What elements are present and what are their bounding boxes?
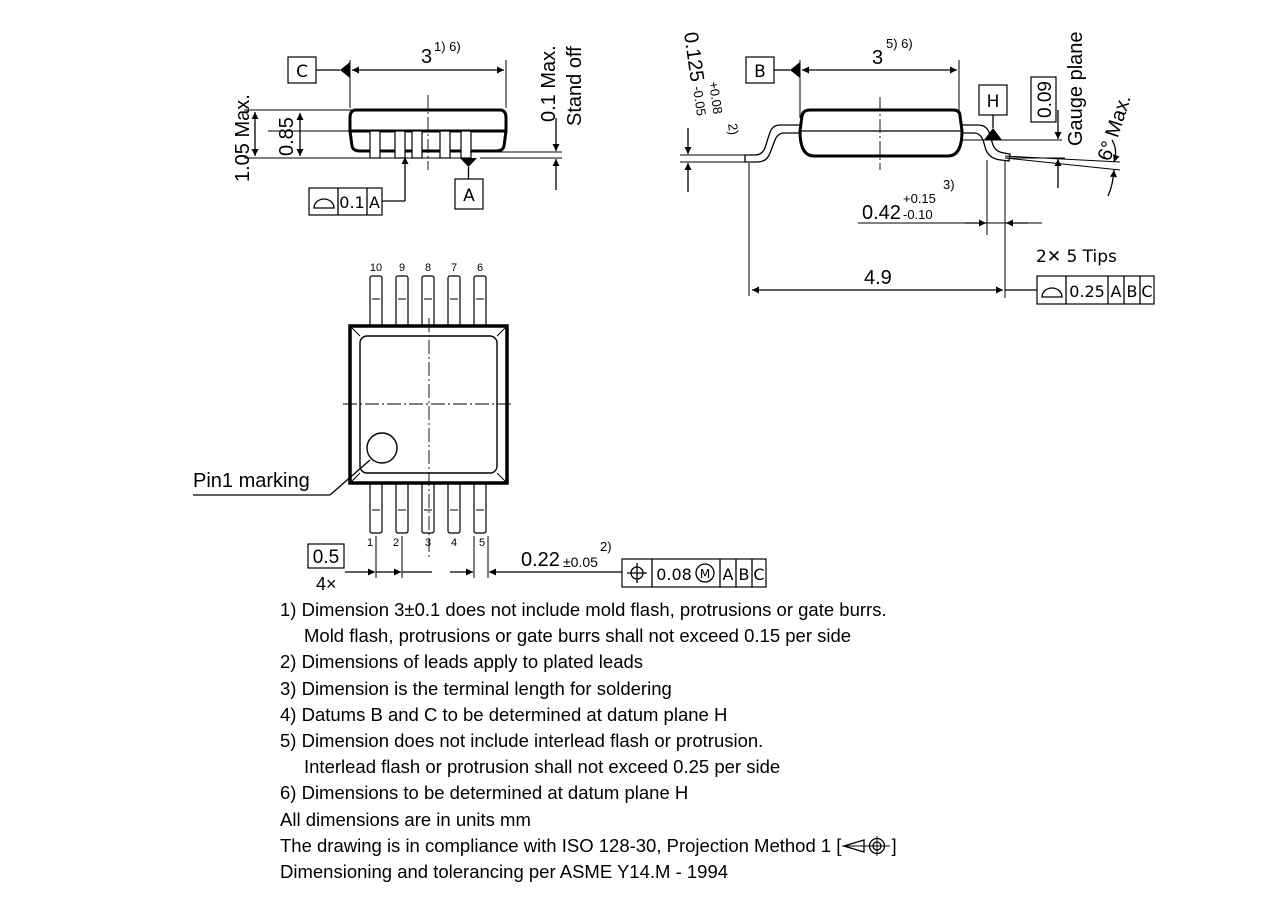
datum-h-letter: H <box>987 92 1000 112</box>
pin-label-4: 4 <box>451 537 457 549</box>
top-view-leads <box>369 130 472 159</box>
profile-tolerance-value: 0.1 <box>339 193 364 212</box>
side-left-lead <box>744 124 801 163</box>
note-5a: 5) Dimension does not include interlead … <box>280 730 764 752</box>
max-height-label: 1.05 Max. <box>232 94 254 182</box>
note-2: 2) Dimensions of leads apply to plated l… <box>280 651 644 673</box>
pitch-count: 4× <box>316 574 337 594</box>
plan-view: 10 9 8 7 6 Pin1 marking <box>193 262 767 594</box>
lead-width-value: 0.22 <box>521 549 560 571</box>
lead-width-note: 2) <box>600 539 612 554</box>
datum-c-letter: C <box>296 62 308 82</box>
side-view-body <box>798 108 964 158</box>
plan-body-inner <box>359 335 498 474</box>
gauge-plane-label: Gauge plane <box>1065 31 1087 146</box>
position-datum-3: C <box>753 565 764 584</box>
note-iso-text: The drawing is in compliance with ISO 12… <box>280 834 842 856</box>
pitch-value-box <box>307 543 345 569</box>
tips-datum-2: B <box>1127 282 1138 301</box>
pin-label-7: 7 <box>451 262 457 274</box>
pin-label-5: 5 <box>479 537 485 549</box>
side-width-dimension: 3 <box>872 47 883 69</box>
position-tolerance-frame: 0.08 M A B C <box>621 558 767 588</box>
gauge-value-box <box>1030 76 1057 123</box>
body-height-label: 0.85 <box>276 117 298 156</box>
top-width-dimension: 3 <box>421 46 432 68</box>
position-tolerance-value: 0.08 <box>656 565 692 584</box>
lead-thickness-note: 2) <box>725 122 741 136</box>
note-3: 3) Dimension is the terminal length for … <box>280 677 672 699</box>
tips-tolerance-value: 0.25 <box>1069 282 1105 301</box>
plan-bottom-leads <box>369 482 487 534</box>
pitch-value: 0.5 <box>313 547 339 568</box>
plan-top-leads <box>369 275 487 327</box>
position-datum-1: A <box>723 565 734 584</box>
side-width-notes: 5) 6) <box>886 36 913 51</box>
note-iso-bracket: ] <box>891 834 897 856</box>
datum-c-box <box>287 56 317 84</box>
profile-tolerance-frame: 0.1 A <box>308 157 409 216</box>
pin-label-10: 10 <box>370 262 382 274</box>
terminal-length-value: 0.42 <box>862 202 901 224</box>
mmc-modifier-circle <box>695 563 715 583</box>
standoff-label: Stand off <box>564 46 586 126</box>
drawing-notes: 1) Dimension 3±0.1 does not include mold… <box>280 597 1200 885</box>
position-modifier: M <box>700 567 710 581</box>
side-view: B 3 5) 6) H 0.09 Gauge plane 6° Max. 0.1… <box>679 31 1155 305</box>
datum-h-box <box>978 84 1008 116</box>
terminal-length-tol-plus: +0.15 <box>903 191 936 206</box>
note-4: 4) Datums B and C to be determined at da… <box>280 703 728 725</box>
note-1b: Mold flash, protrusions or gate burrs sh… <box>304 625 852 647</box>
note-iso: The drawing is in compliance with ISO 12… <box>280 833 1200 859</box>
position-icon <box>627 563 647 583</box>
tips-tolerance-frame: 0.25 A B C <box>1036 275 1155 305</box>
tips-label: 2✕ 5 Tips <box>1036 247 1117 267</box>
terminal-length-tol-minus: -0.10 <box>903 207 933 222</box>
pin-label-1: 1 <box>367 537 373 549</box>
note-6: 6) Dimensions to be determined at datum … <box>280 782 689 804</box>
profile-datum-letter: A <box>369 193 380 212</box>
pin1-marking-label: Pin1 marking <box>193 470 310 492</box>
position-datum-2: B <box>739 565 750 584</box>
pin-label-2: 2 <box>393 537 399 549</box>
angle-label: 6° Max. <box>1094 92 1136 163</box>
note-1a: 1) Dimension 3±0.1 does not include mold… <box>280 599 887 620</box>
pin-label-8: 8 <box>425 262 431 274</box>
note-5b: Interlead flash or protrusion shall not … <box>304 756 781 778</box>
surface-profile-icon-2 <box>1041 287 1063 298</box>
lead-thickness-tol-minus: -0.05 <box>690 85 709 116</box>
surface-profile-icon <box>313 198 335 209</box>
pin-label-9: 9 <box>399 262 405 274</box>
pin1-marking-dot <box>366 432 398 464</box>
terminal-length-note: 3) <box>943 177 955 192</box>
top-view: C 3 1) 6) 1.05 Max. 0.85 A 0.1 A <box>232 39 586 216</box>
lead-width-tol: ±0.05 <box>563 554 598 570</box>
lead-thickness-tol-plus: +0.08 <box>706 80 725 115</box>
overall-width-value: 4.9 <box>864 267 892 289</box>
gauge-value: 0.09 <box>1035 81 1056 118</box>
datum-a-letter: A <box>463 186 475 206</box>
datum-b-letter: B <box>754 62 766 82</box>
side-right-lead <box>961 124 1011 162</box>
plan-body-outer <box>348 324 509 485</box>
projection-method-icon <box>842 835 891 856</box>
pin-label-6: 6 <box>477 262 483 274</box>
lead-thickness-value: 0.125 <box>679 31 708 84</box>
note-units: All dimensions are in units mm <box>280 808 531 830</box>
standoff-value: 0.1 Max. <box>538 45 560 122</box>
top-width-notes: 1) 6) <box>434 39 461 54</box>
tips-datum-3: C <box>1141 282 1152 301</box>
note-asme: Dimensioning and tolerancing per ASME Y1… <box>280 861 729 883</box>
datum-a-box <box>454 178 484 210</box>
tips-datum-1: A <box>1111 282 1122 301</box>
datum-b-box <box>745 56 775 84</box>
pin-label-3: 3 <box>425 537 431 549</box>
